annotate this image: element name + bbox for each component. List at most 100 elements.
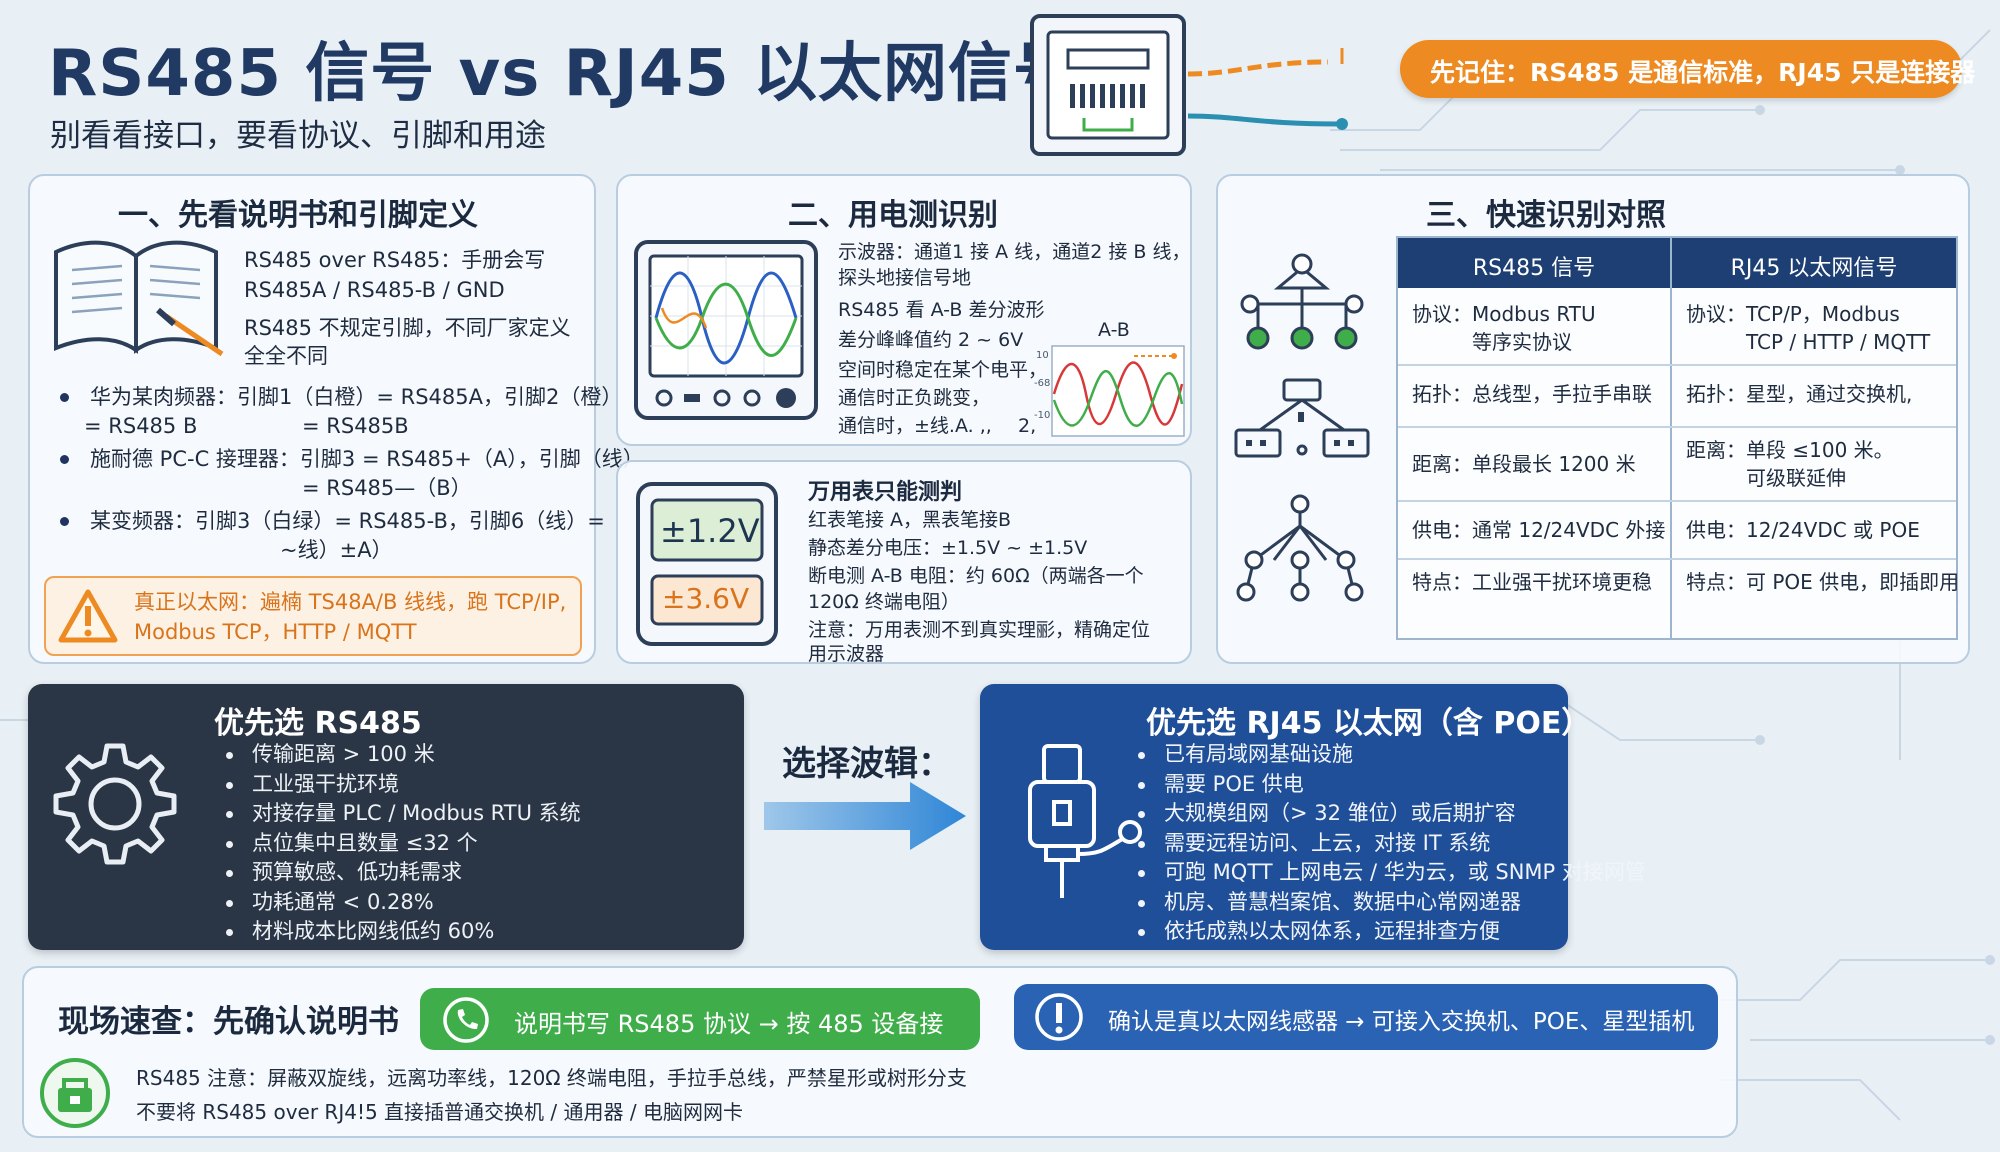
ethernet-sensor-pill-text: 确认是真以太网线感器 → 可接入交换机、POE、星型插机	[1108, 1009, 1695, 1035]
section2-heading: 二、用电测识别	[788, 198, 998, 233]
meter-reading-1: ±1.2V	[660, 512, 760, 550]
list-item: 机房、普慧档案馆、数据中心常网递器	[1130, 888, 1646, 918]
gear-icon	[53, 743, 177, 865]
exclamation-icon	[1035, 993, 1083, 1041]
scope-line-3: RS485 看 A-B 差分波形	[838, 299, 1045, 321]
meter-line-5: 注意：万用表测不到真实理彨，精确定位	[808, 619, 1151, 641]
key-point-callout: 先记住：RS485 是通信标准，RJ45 只是连接器	[1400, 40, 1975, 98]
page-title: RS485 信号 vs RJ45 以太网信号	[48, 37, 1079, 111]
ethernet-sensor-pill: 确认是真以太网线感器 → 可接入交换机、POE、星型插机	[1014, 984, 1718, 1050]
meter-line-4: 120Ω 终端电阻）	[808, 591, 960, 613]
table-cell: 可级联延伸	[1686, 466, 1846, 490]
pinout-bullet-2-cont: = RS485—（B）	[302, 476, 472, 500]
right-arrow-icon	[764, 782, 966, 850]
section1-heading: 一、先看说明书和引脚定义	[118, 198, 478, 233]
list-item: 功耗通常 < 0.28%	[218, 888, 581, 918]
table-cell: 供电：12/24VDC 或 POE	[1686, 518, 1920, 542]
table-cell: 拓扑：总线型，手拉手串联	[1412, 382, 1652, 406]
pinout-bullet-1-cont-b: = RS485B	[302, 414, 409, 438]
rs485-protocol-pill: 说明书写 RS485 协议 → 按 485 设备接	[420, 988, 980, 1050]
table-cell: 供电：通常 12/24VDC 外接	[1412, 518, 1666, 542]
multimeter-icon	[636, 482, 778, 646]
list-item: 需要 POE 供电	[1130, 770, 1646, 800]
list-item: 需要远程访问、上云，对接 IT 系统	[1130, 829, 1646, 859]
field-check-title: 现场速查：先确认说明书	[58, 1004, 399, 1040]
section-multimeter: ±1.2V ±3.6V 万用表只能测判 红表笔接 A，黑表笔接B 静态差分电压：…	[616, 460, 1192, 665]
rs485-protocol-pill-text: 说明书写 RS485 协议 → 按 485 设备接	[514, 1010, 944, 1038]
list-item: 点位集中且数量 ≤32 个	[218, 829, 581, 859]
meter-line-2: 静态差分电压：±1.5V ~ ±1.5V	[808, 537, 1088, 559]
table-cell: 特点：可 POE 供电，即插即用	[1686, 570, 1960, 594]
tick-label-mid: -68	[1034, 378, 1050, 389]
intro-line-1: RS485 over RS485：手册会写	[244, 248, 546, 272]
table-row-divider	[1398, 426, 1956, 428]
ethernet-warning-box: 真正以太网：遍楠 TS48A/B 线线，跑 TCP/IP, Modbus TCP…	[44, 576, 582, 656]
intro-line-2: RS485A / RS485-B / GND	[244, 278, 505, 302]
pinout-bullet-1-cont-a: = RS485 B	[84, 414, 198, 438]
table-column-divider	[1670, 238, 1672, 638]
list-item: 预算敏感、低功耗需求	[218, 858, 581, 888]
list-item: 已有局域网基础设施	[1130, 740, 1646, 770]
section3-heading: 三、快速识别对照	[1426, 198, 1666, 233]
table-cell: 特点：工业强干扰环境更稳	[1412, 570, 1652, 594]
table-row-divider	[1398, 500, 1956, 502]
warning-line-2: Modbus TCP，HTTP / MQTT	[134, 620, 417, 644]
rj45-reason-list: 已有局域网基础设施 需要 POE 供电 大规模组网（> 32 雏位）或后期扩容 …	[1130, 740, 1646, 947]
choose-rj45-panel: 优先选 RJ45 以太网（含 POE） 已有局域网基础设施 需要 POE 供电 …	[980, 684, 1646, 950]
rs485-note-line: RS485 注意：屏蔽双旋线，远离功率线，120Ω 终端电阻，手拉手总线，严禁星…	[136, 1066, 967, 1090]
meter-line-3: 断电测 A-B 电阻：约 60Ω（两端各一个	[808, 565, 1144, 587]
list-item: 工业强干扰环境	[218, 770, 581, 800]
list-item: 传输距离 > 100 米	[218, 740, 581, 770]
key-point-text: 先记住：RS485 是通信标准，RJ45 只是连接器	[1430, 58, 1976, 87]
do-not-plug-note: 不要将 RS485 over RJ4!5 直接插普通交换机 / 通用器 / 电脑…	[136, 1100, 743, 1124]
column-header-rj45: RJ45 以太网信号	[1730, 256, 1898, 281]
differential-waveform-plot: 10 -68 -10	[1034, 345, 1185, 437]
table-cell: 协议：Modbus RTU	[1412, 302, 1596, 326]
tick-label-bot: -10	[1034, 410, 1050, 421]
rj45-port-illustration	[1028, 12, 1348, 158]
tick-label-top: 10	[1036, 350, 1049, 361]
table-cell: 拓扑：星型，通过交换机,	[1686, 382, 1913, 406]
bus-topology-icon	[1240, 253, 1364, 350]
intro-line-3: RS485 不规定引脚，不同厂家定义	[244, 316, 571, 340]
pinout-bullet-3: 某变频器：引脚3（白绿）= RS485-B，引脚6（线）=	[60, 506, 605, 536]
rs485-reason-list: 传输距离 > 100 米 工业强干扰环境 对接存量 PLC / Modbus R…	[218, 740, 581, 947]
warning-line-1: 真正以太网：遍楠 TS48A/B 线线，跑 TCP/IP,	[134, 590, 567, 614]
rj45-jack-icon	[1030, 14, 1348, 156]
table-cell: 距离：单段 ≤100 米。	[1686, 438, 1894, 462]
section-comparison: 三、快速识别对照 RS4	[1216, 174, 1970, 664]
intro-line-4: 全全不同	[244, 344, 328, 368]
table-cell: 协议：TCP/P，Modbus	[1686, 302, 1900, 326]
column-header-rs485: RS485 信号	[1472, 256, 1596, 281]
choose-rj45-title: 优先选 RJ45 以太网（含 POE）	[1146, 706, 1592, 741]
comparison-table: RS485 信号 RJ45 以太网信号 协议：Modbus RTU 等序实协议 …	[1396, 236, 1960, 640]
scope-line-8: 2,	[1018, 415, 1037, 437]
section-manual-pinout: 一、先看说明书和引脚定义 RS485 over RS485：手册会写 RS485…	[28, 174, 644, 664]
table-cell: 等序实协议	[1412, 330, 1572, 354]
switch-topology-icon	[1234, 378, 1370, 458]
network-lock-icon	[40, 1058, 110, 1128]
meter-line-6: 用示波器	[808, 643, 885, 665]
table-row-divider	[1398, 364, 1956, 366]
scope-line-4: 差分峰峰值约 2 ~ 6V	[838, 329, 1024, 351]
meter-reading-2: ±3.6V	[662, 582, 750, 615]
pinout-bullet-1: 华为某肉频器：引脚1（白橙）= RS485A，引脚2（橙）	[59, 382, 622, 412]
choose-rs485-panel: 优先选 RS485 传输距离 > 100 米 工业强干扰环境 对接存量 PLC …	[28, 684, 744, 950]
scope-line-7: 通信时，±线.A. ,,	[838, 415, 992, 437]
page-subtitle: 别看看接口，要看协议、引脚和用途	[50, 118, 546, 154]
tree-topology-icon	[1236, 494, 1364, 602]
list-item: 大规模组网（> 32 雏位）或后期扩容	[1130, 799, 1646, 829]
scope-line-1: 示波器：通道1 接 A 线，通道2 接 B 线，	[838, 241, 1191, 263]
list-item: 材料成本比网线低约 60%	[218, 917, 581, 947]
list-item: 对接存量 PLC / Modbus RTU 系统	[218, 799, 581, 829]
multimeter-heading: 万用表只能测判	[808, 480, 963, 505]
field-quick-check-panel: 现场速查：先确认说明书 说明书写 RS485 协议 → 按 485 设备接 确认…	[22, 966, 1738, 1138]
oscilloscope-icon	[634, 240, 818, 420]
choose-rs485-title: 优先选 RS485	[214, 706, 422, 741]
section-electrical-test: 二、用电测识别 示波器：通道1 接 A 线，通道2 接 B 线， 探头地接信号地…	[616, 174, 1192, 446]
list-item: 依托成熟以太网体系，远程排查方便	[1130, 917, 1646, 947]
pinout-bullet-2: 施耐德 PC-C 接理器：引脚3 = RS485+（A），引脚（线）	[60, 444, 644, 474]
table-cell: TCP / HTTP / MQTT	[1686, 330, 1931, 354]
open-book-icon	[54, 240, 224, 357]
phone-icon	[443, 997, 489, 1043]
